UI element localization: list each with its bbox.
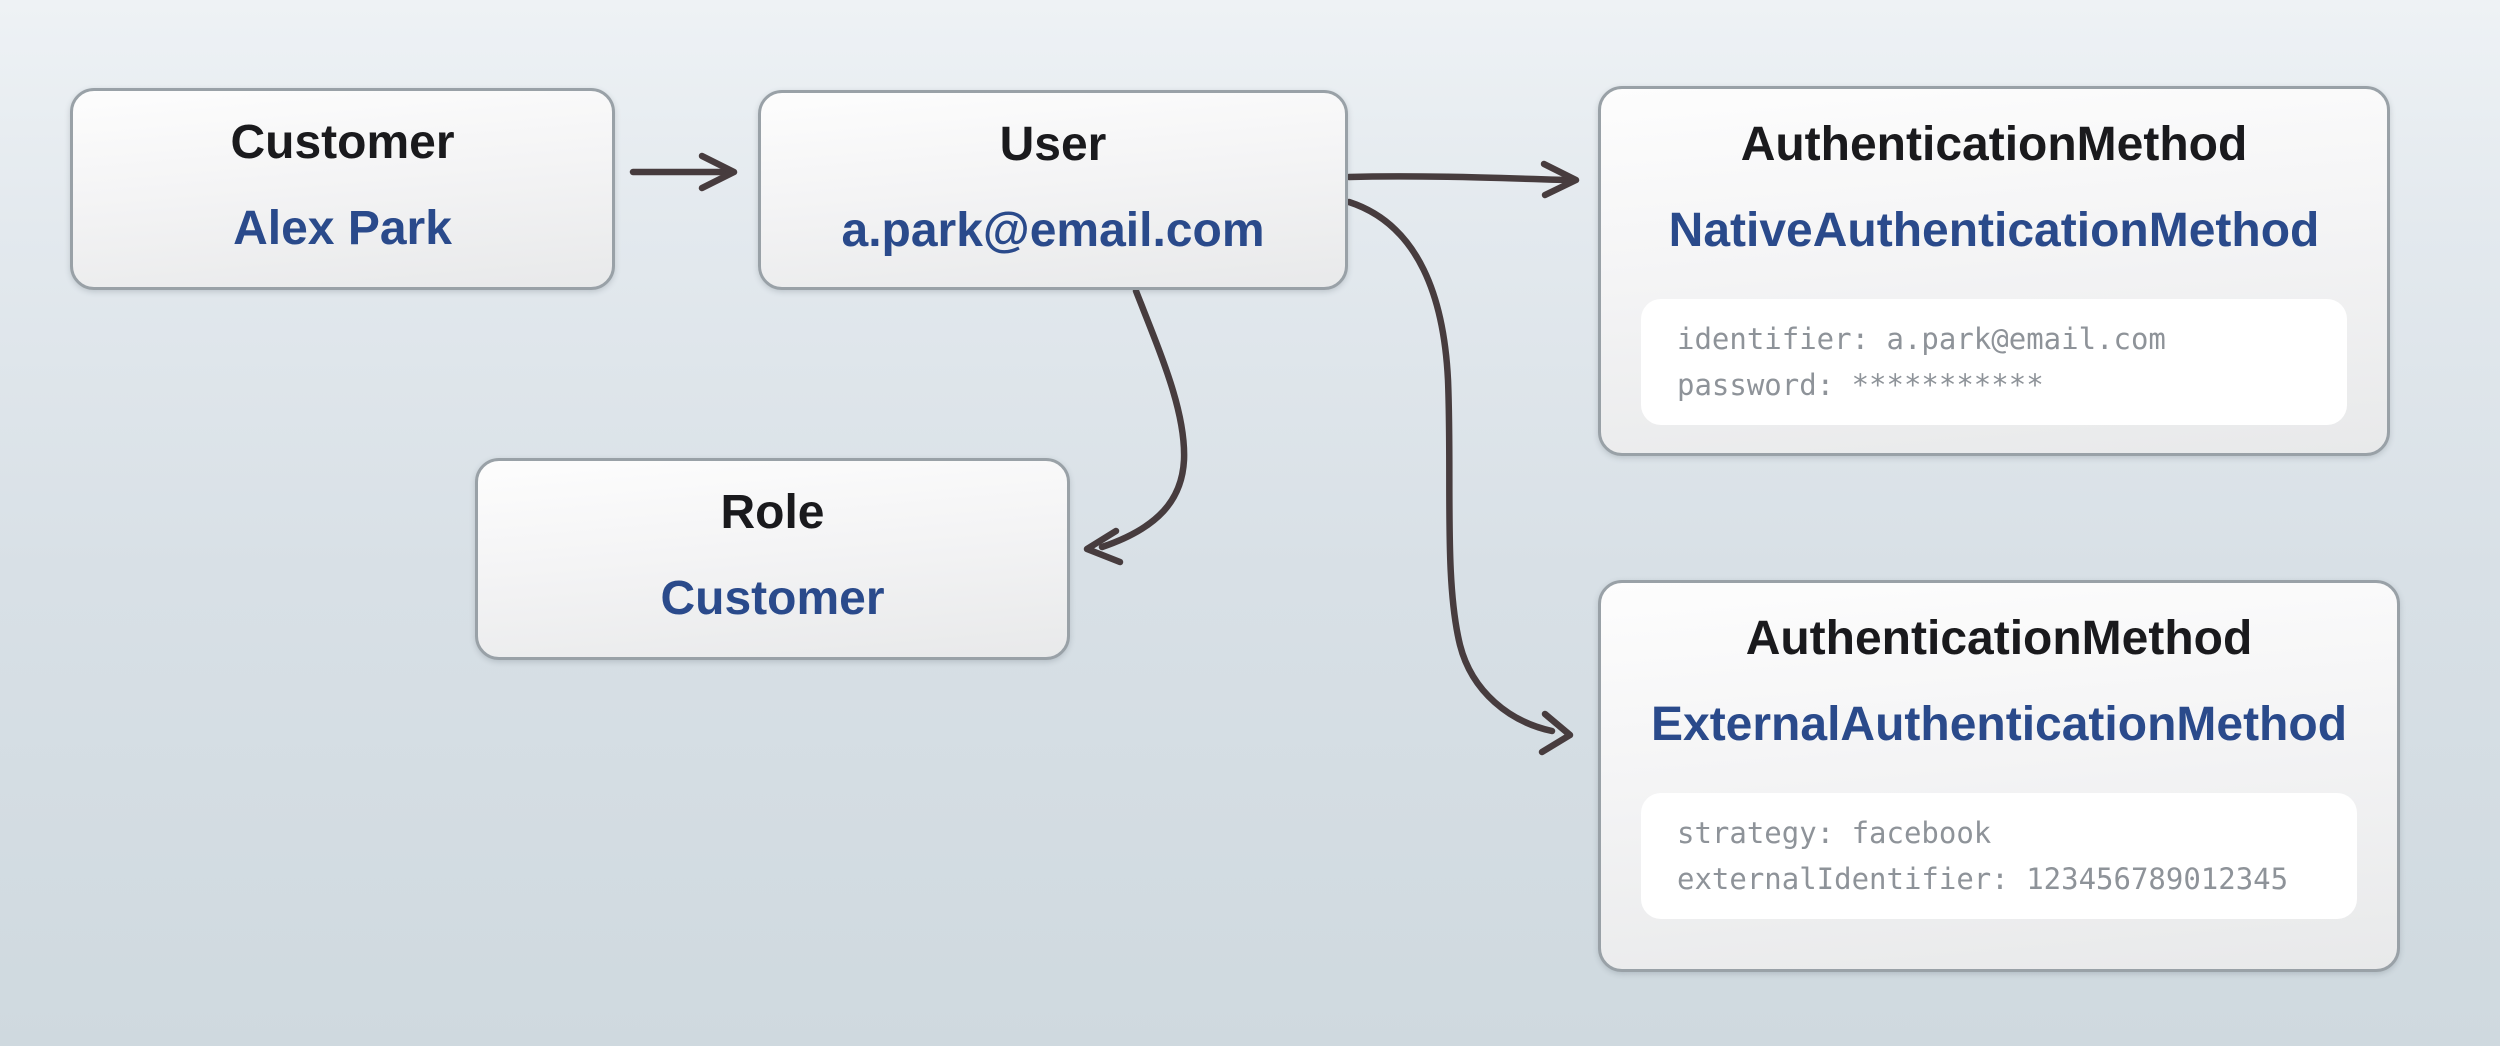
node-role-value: Customer (660, 572, 885, 625)
node-auth-external-value: ExternalAuthenticationMethod (1650, 698, 2348, 751)
node-auth-native: AuthenticationMethod NativeAuthenticatio… (1598, 86, 2390, 456)
node-customer-value: Alex Park (233, 202, 452, 255)
edge-customer-to-user-arrowhead-icon (698, 152, 738, 192)
node-user-value: a.park@email.com (841, 204, 1265, 257)
attribute-external-identifier: externalIdentifier: 123456789012345 (1677, 862, 2289, 896)
edge-user-to-native-auth (1345, 160, 1580, 199)
node-auth-native-title: AuthenticationMethod (1740, 118, 2248, 171)
edge-user-to-role (1083, 287, 1188, 566)
edge-customer-to-user (629, 152, 738, 192)
attribute-identifier: identifier: a.park@email.com (1677, 322, 2166, 356)
node-auth-external: AuthenticationMethod ExternalAuthenticat… (1598, 580, 2400, 972)
node-user-title: User (999, 118, 1107, 171)
node-customer-title: Customer (230, 116, 455, 169)
attribute-password: password: *********** (1677, 368, 2044, 402)
edge-user-to-external-auth-arrowhead-icon (1538, 710, 1574, 756)
node-customer: Customer Alex Park (70, 88, 615, 290)
node-auth-native-value: NativeAuthenticationMethod (1668, 204, 2320, 257)
attribute-strategy: strategy: facebook (1677, 816, 1992, 850)
edge-user-to-role-shaft (1098, 287, 1188, 551)
edge-user-to-native-auth-arrowhead-icon (1540, 160, 1580, 199)
edge-user-to-native-auth-shaft (1345, 173, 1570, 184)
node-role: Role Customer (475, 458, 1070, 660)
edge-user-to-external-auth-shaft (1345, 198, 1556, 735)
node-auth-external-attributes-panel: strategy: facebook externalIdentifier: 1… (1641, 793, 2357, 919)
node-role-title: Role (720, 486, 825, 539)
node-user: User a.park@email.com (758, 90, 1348, 290)
edge-user-to-external-auth (1345, 198, 1574, 756)
node-auth-external-title: AuthenticationMethod (1745, 612, 2253, 665)
node-auth-native-attributes-panel: identifier: a.park@email.com password: *… (1641, 299, 2347, 425)
edge-user-to-role-arrowhead-icon (1083, 527, 1124, 566)
